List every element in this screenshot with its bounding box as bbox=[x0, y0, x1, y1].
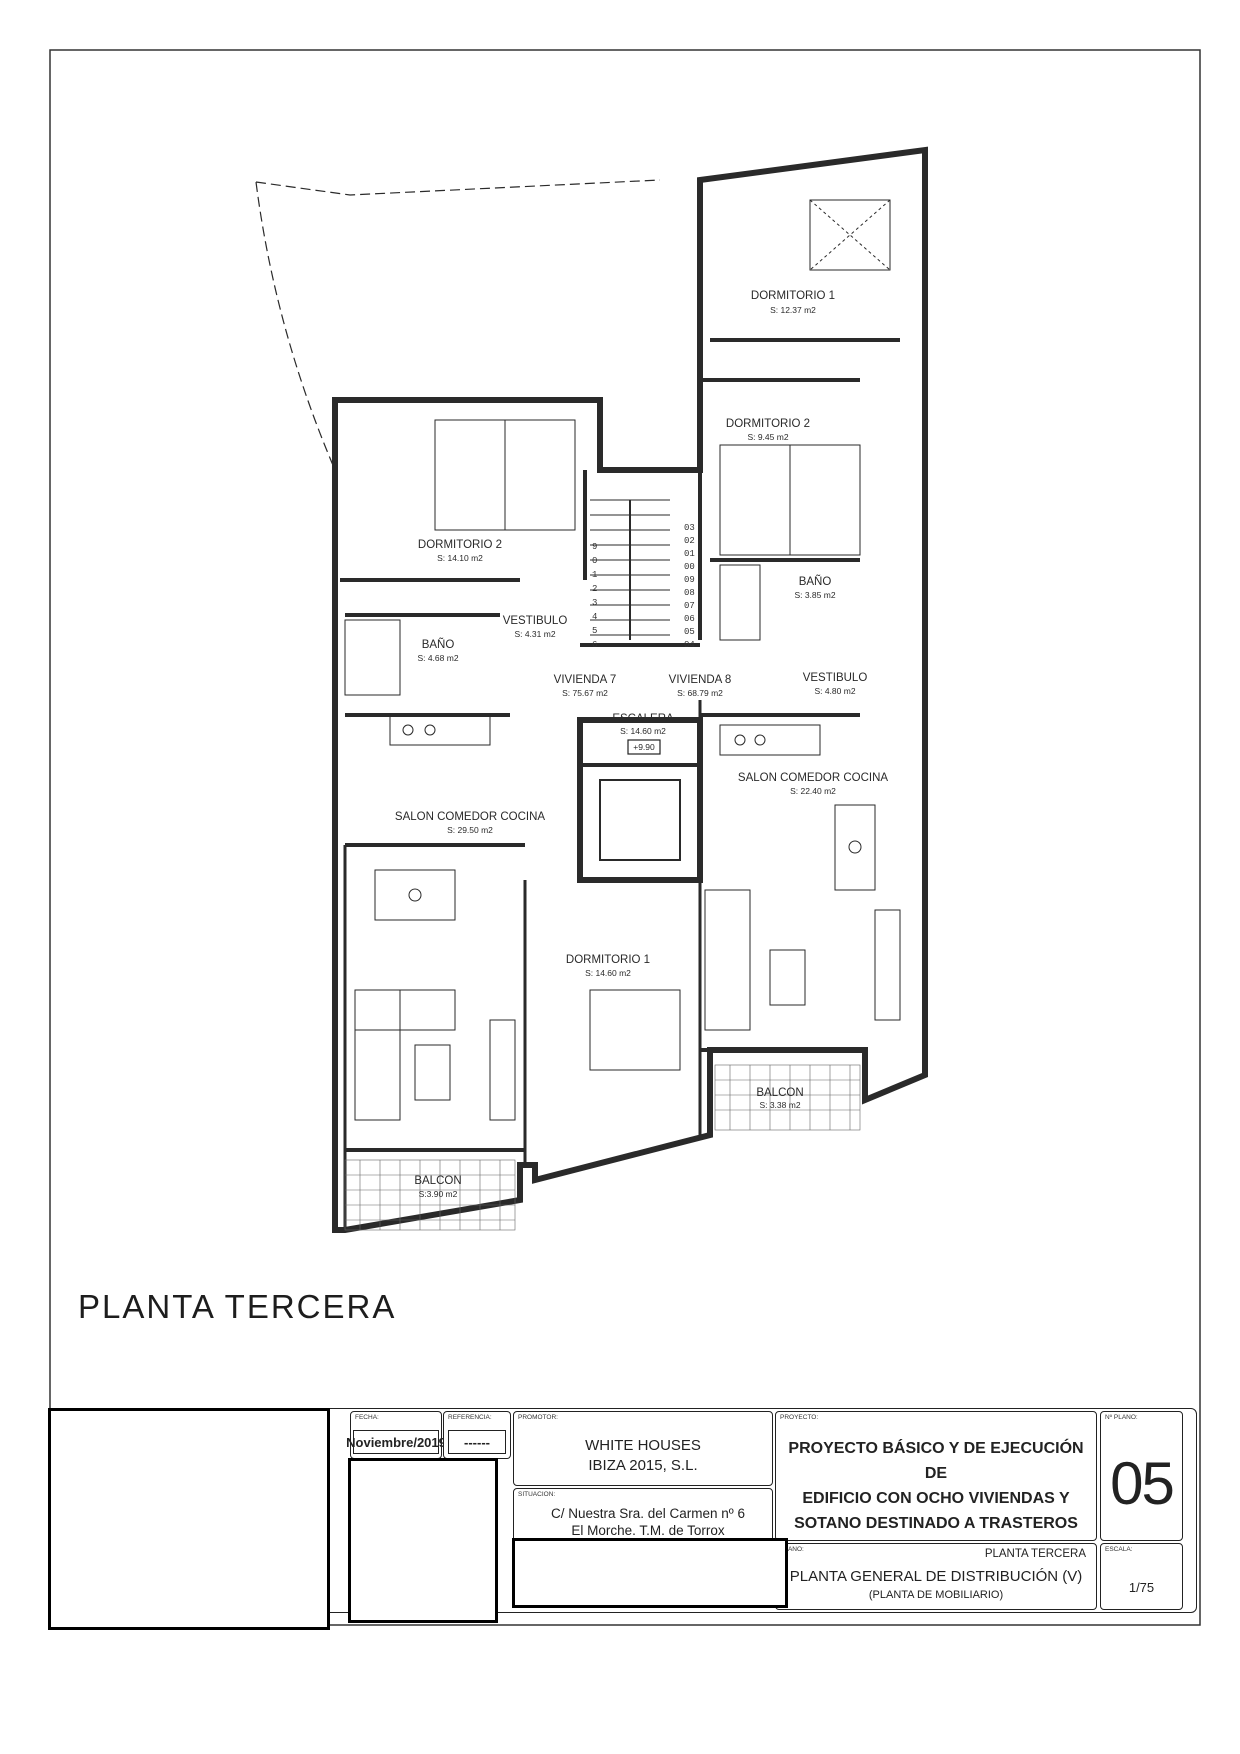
situacion-caption: SITUACION: bbox=[518, 1491, 556, 1498]
stair-step-number: 6 bbox=[592, 640, 597, 650]
room-area: S: 22.40 m2 bbox=[790, 786, 836, 796]
room-name: DORMITORIO 2 bbox=[726, 418, 810, 430]
room-name: SALON COMEDOR COCINA bbox=[395, 811, 545, 823]
stair-step-number: 3 bbox=[592, 598, 597, 608]
proyecto-caption: PROYECTO: bbox=[780, 1414, 819, 1421]
escala-value: 1/75 bbox=[1128, 1580, 1155, 1595]
plano-sub: PLANTA TERCERA bbox=[984, 1548, 1086, 1560]
room-area: S: 12.37 m2 bbox=[770, 305, 816, 315]
redaction-box bbox=[48, 1408, 330, 1630]
escala-box: ESCALA: 1/75 bbox=[1100, 1543, 1183, 1610]
sheet-border bbox=[49, 49, 1201, 1626]
stair-step-number: 2 bbox=[592, 584, 597, 594]
stair-step-number: 0 bbox=[592, 556, 597, 566]
num-plano-box: Nº PLANO: 05 bbox=[1100, 1411, 1183, 1541]
promotor-box: PROMOTOR: WHITE HOUSES IBIZA 2015, S.L. bbox=[513, 1411, 773, 1486]
furniture bbox=[344, 199, 901, 1121]
room-name: BALCON bbox=[756, 1087, 803, 1099]
plot-boundary bbox=[255, 179, 661, 560]
stair-step-number: 4 bbox=[592, 612, 597, 622]
room-area: S: 4.68 m2 bbox=[417, 653, 458, 663]
room-area: S: 3.38 m2 bbox=[759, 1100, 800, 1110]
room-area: S: 4.31 m2 bbox=[514, 629, 555, 639]
fecha-box: FECHA: Noviembre/2019 bbox=[346, 1411, 446, 1459]
proyecto-box: PROYECTO: PROYECTO BÁSICO Y DE EJECUCIÓN… bbox=[775, 1411, 1097, 1541]
stair-step-number: 1 bbox=[592, 570, 597, 580]
room-name: VESTIBULO bbox=[503, 615, 568, 627]
situacion-line1: C/ Nuestra Sra. del Carmen nº 6 bbox=[550, 1506, 745, 1521]
room-area: S: 14.60 m2 bbox=[585, 968, 631, 978]
stair-step-number: 09 bbox=[684, 575, 695, 585]
num-plano-value: 05 bbox=[1110, 1449, 1175, 1517]
stair-step-number: 01 bbox=[684, 549, 695, 559]
stair-step-number: 07 bbox=[684, 601, 695, 611]
room-name: BALCON bbox=[414, 1175, 461, 1187]
room-area: S: 4.80 m2 bbox=[814, 686, 855, 696]
stair-numbers: 9 0 1 2 3 4 5 6 03 02 01 00 09 08 07 06 … bbox=[592, 523, 695, 650]
room-area: S: 3.85 m2 bbox=[794, 590, 835, 600]
room-labels: DORMITORIO 1 S: 12.37 m2 DORMITORIO 2 S:… bbox=[395, 290, 888, 1199]
plano-line2: (PLANTA DE MOBILIARIO) bbox=[868, 1589, 1004, 1601]
proyecto-line3: SOTANO DESTINADO A TRASTEROS bbox=[794, 1515, 1078, 1532]
outer-walls bbox=[332, 146, 928, 1233]
stair-step-number: 08 bbox=[684, 588, 695, 598]
situacion-line2: El Morche. T.M. de Torrox bbox=[571, 1523, 725, 1538]
fecha-caption: FECHA: bbox=[355, 1414, 379, 1421]
stair-step-number: 05 bbox=[684, 627, 695, 637]
promotor-caption: PROMOTOR: bbox=[518, 1414, 558, 1421]
room-area: S: 68.79 m2 bbox=[677, 688, 723, 698]
plan-title: PLANTA TERCERA bbox=[78, 1288, 397, 1325]
promotor-line1: WHITE HOUSES bbox=[585, 1437, 701, 1454]
room-area: S: 14.10 m2 bbox=[437, 553, 483, 563]
plano-box: PLANO: PLANTA TERCERA PLANTA GENERAL DE … bbox=[775, 1543, 1097, 1610]
stair-step-number: 04 bbox=[684, 640, 695, 650]
stair-step-number: 5 bbox=[592, 626, 597, 636]
referencia-box: REFERENCIA: ------ bbox=[443, 1411, 511, 1459]
stair-step-number: 9 bbox=[592, 542, 597, 552]
promotor-line2: IBIZA 2015, S.L. bbox=[588, 1457, 698, 1474]
escala-caption: ESCALA: bbox=[1105, 1546, 1133, 1553]
referencia-caption: REFERENCIA: bbox=[448, 1414, 492, 1421]
plano-line1: PLANTA GENERAL DE DISTRIBUCIÓN (V) bbox=[789, 1568, 1083, 1585]
room-name: ESCALERA bbox=[612, 713, 674, 725]
room-name: VIVIENDA 8 bbox=[669, 674, 732, 686]
room-area: S: 75.67 m2 bbox=[562, 688, 608, 698]
room-name: VIVIENDA 7 bbox=[554, 674, 617, 686]
proyecto-line1: PROYECTO BÁSICO Y DE EJECUCIÓN DE bbox=[788, 1440, 1084, 1482]
room-name: VESTIBULO bbox=[803, 672, 868, 684]
room-area: S: 9.45 m2 bbox=[747, 432, 788, 442]
room-name: BAÑO bbox=[799, 575, 832, 588]
room-name: BAÑO bbox=[422, 638, 455, 651]
room-name: SALON COMEDOR COCINA bbox=[738, 772, 888, 784]
room-name: DORMITORIO 1 bbox=[751, 290, 835, 302]
balcony-hatch bbox=[344, 1064, 861, 1231]
proyecto-line2: EDIFICIO CON OCHO VIVIENDAS Y bbox=[802, 1490, 1070, 1507]
stair-step-number: 00 bbox=[684, 562, 695, 572]
plano-caption: PLANO: bbox=[780, 1546, 804, 1553]
redaction-box bbox=[348, 1458, 498, 1623]
situacion-box: SITUACION: C/ Nuestra Sra. del Carmen nº… bbox=[513, 1488, 773, 1542]
stair-step-number: 03 bbox=[684, 523, 695, 533]
referencia-value: ------ bbox=[448, 1430, 506, 1454]
room-area: S: 29.50 m2 bbox=[447, 825, 493, 835]
room-area: S:3.90 m2 bbox=[419, 1189, 458, 1199]
fecha-value: Noviembre/2019 bbox=[346, 1430, 446, 1454]
room-name: DORMITORIO 2 bbox=[418, 539, 502, 551]
stair-step-number: 06 bbox=[684, 614, 695, 624]
stair-treads bbox=[590, 499, 670, 640]
room-area: S: 14.60 m2 bbox=[620, 726, 666, 736]
room-name: DORMITORIO 1 bbox=[566, 954, 650, 966]
redaction-box bbox=[512, 1538, 788, 1608]
floor-plan bbox=[255, 146, 928, 1233]
lift-cabin bbox=[599, 779, 681, 861]
level-tag: +9.90 bbox=[633, 742, 655, 752]
num-plano-caption: Nº PLANO: bbox=[1105, 1414, 1138, 1421]
level-tag-box bbox=[627, 739, 661, 755]
stair-step-number: 02 bbox=[684, 536, 695, 546]
